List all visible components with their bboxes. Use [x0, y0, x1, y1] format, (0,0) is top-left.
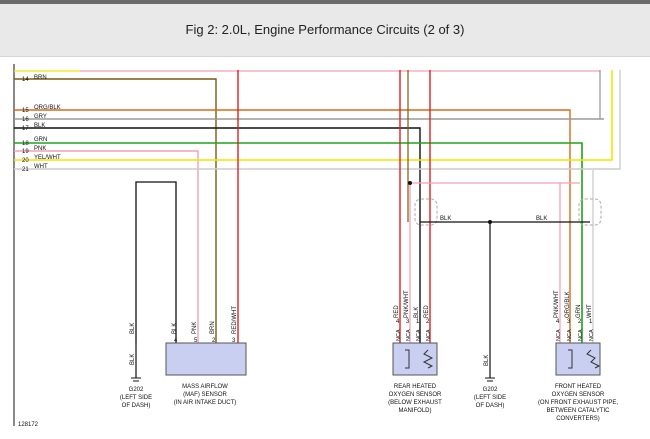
front-o2-label-0: FRONT HEATED	[555, 384, 602, 390]
wire-label-21: WHT	[34, 164, 48, 170]
nca-front-3: NCA	[589, 329, 595, 341]
g202-left-label-2: OF DASH)	[122, 403, 151, 409]
rear-o2-label-3: MANIFOLD)	[399, 408, 432, 414]
front-o2-label-2: (ON FRONT EXHAUST PIPE,	[538, 400, 618, 406]
vlabel-rear-2: BLK	[414, 307, 420, 318]
g202-left-label-1: (LEFT SIDE	[120, 395, 152, 401]
vlabel-maf-1: PNK	[192, 322, 198, 334]
nca-rear-1: NCA	[406, 329, 412, 341]
front-pin-0: 4	[556, 319, 560, 325]
vlabel-g202a: BLK	[130, 323, 136, 334]
maf-pin-2: 2	[212, 338, 216, 344]
splice-label-rear: BLK	[440, 216, 451, 222]
pin-18: 18	[22, 141, 29, 147]
pin-16: 16	[22, 117, 29, 123]
rear-o2-sensor-box	[392, 342, 438, 376]
rear-o2-label-2: (BELOW EXHAUST	[388, 400, 442, 406]
front-pin-1: 3	[567, 319, 571, 325]
splice-dot-pnk	[408, 181, 412, 185]
wire-grn	[14, 142, 583, 343]
rear-o2-label-1: OXYGEN SENSOR	[389, 392, 442, 398]
maf-pin-0: 4	[174, 338, 178, 344]
wire-label-14: BRN	[34, 75, 47, 81]
maf-pin-1: 5	[194, 338, 198, 344]
figure-header: Fig 2: 2.0L, Engine Performance Circuits…	[0, 4, 650, 57]
wire-yel-wht	[14, 70, 613, 161]
wire-wht	[14, 70, 621, 170]
vlabel-rear-1: PNK/WHT	[404, 290, 410, 318]
sensor-element-front	[586, 349, 601, 369]
pin-21: 21	[22, 167, 29, 173]
g202-right-label-1: (LEFT SIDE	[474, 395, 506, 401]
rear-pin-0: 4	[396, 319, 400, 325]
heater-element-front	[568, 349, 573, 369]
wire-org-blk	[14, 109, 571, 343]
nca-front-0: NCA	[556, 329, 562, 341]
vlabel-front-1: ORG/BLK	[565, 291, 571, 318]
wire-label-19: PNK	[34, 146, 46, 152]
shield-rear	[414, 198, 438, 226]
pin-14: 14	[22, 77, 29, 83]
wire-blk	[14, 127, 421, 343]
front-pin-2: 2	[578, 319, 582, 325]
vlabel-front-2: GRN	[576, 305, 582, 318]
wire-label-18: GRN	[34, 137, 47, 143]
maf-sensor-box	[165, 342, 247, 376]
vlabel-g202b: BLK	[484, 355, 490, 366]
wire-label-16: GRY	[34, 114, 47, 120]
wire-pnk	[14, 150, 199, 343]
vlabel-g202a-low: BLK	[130, 354, 136, 365]
nca-front-1: NCA	[567, 329, 573, 341]
g202-left-label-0: G202	[129, 387, 144, 393]
nca-front-2: NCA	[578, 329, 584, 341]
splice-dot	[488, 220, 492, 224]
rear-o2-label-0: REAR HEATED	[394, 384, 437, 390]
g202-right-label-0: G202	[483, 387, 498, 393]
g202-right-label-2: OF DASH)	[476, 403, 505, 409]
nca-rear-0: NCA	[396, 329, 402, 341]
sensor-element-rear	[422, 349, 434, 369]
ground-symbol-left	[131, 377, 141, 382]
pin-19: 19	[22, 149, 29, 155]
rear-pin-2: 1	[416, 319, 420, 325]
wire-label-20: YEL/WHT	[34, 155, 61, 161]
pin-17: 17	[22, 126, 29, 132]
wire-label-17: BLK	[34, 123, 45, 129]
nca-rear-3: NCA	[426, 329, 432, 341]
front-o2-label-3: BETWEEN CATALYTIC	[546, 408, 610, 414]
front-o2-sensor-box	[555, 342, 601, 376]
vlabel-rear-0: RED	[394, 305, 400, 318]
vlabel-maf-0: BLK	[172, 323, 178, 334]
heater-element-rear	[405, 349, 410, 369]
rear-pin-1: 3	[406, 319, 410, 325]
window-top-bar	[0, 0, 650, 4]
rear-pin-3: 2	[426, 319, 430, 325]
page-title: Fig 2: 2.0L, Engine Performance Circuits…	[185, 22, 465, 37]
vlabel-rear-3: RED	[424, 305, 430, 318]
ground-symbol-right	[485, 377, 495, 382]
pin-20: 20	[22, 158, 29, 164]
wiring-diagram: 14 BRN 15 ORG/BLK 16 GRY 17 BLK 18 GRN 1…	[0, 56, 650, 434]
maf-pin-3: 3	[232, 338, 236, 344]
vlabel-maf-3: RED/WHT	[232, 306, 238, 334]
maf-label-1: (MAF) SENSOR	[183, 392, 227, 398]
vlabel-front-0: PNK/WHT	[554, 290, 560, 318]
vlabel-maf-2: BRN	[210, 321, 216, 334]
maf-label-2: (IN AIR INTAKE DUCT)	[174, 400, 237, 406]
nca-rear-2: NCA	[416, 329, 422, 341]
wire-label-15: ORG/BLK	[34, 105, 61, 111]
vlabel-front-3: WHT	[587, 304, 593, 318]
wire-brn	[14, 78, 217, 343]
shield-front	[578, 198, 602, 226]
pin-15: 15	[22, 108, 29, 114]
front-o2-label-1: OXYGEN SENSOR	[552, 392, 605, 398]
figure-id: 128172	[18, 422, 39, 428]
front-pin-3: 1	[589, 319, 593, 325]
wiring-diagram-svg: 14 BRN 15 ORG/BLK 16 GRY 17 BLK 18 GRN 1…	[13, 64, 621, 428]
front-o2-label-4: CONVERTERS)	[556, 416, 600, 422]
maf-label-0: MASS AIRFLOW	[182, 384, 228, 390]
wire-g202a	[135, 181, 177, 343]
splice-label-front: BLK	[536, 216, 547, 222]
